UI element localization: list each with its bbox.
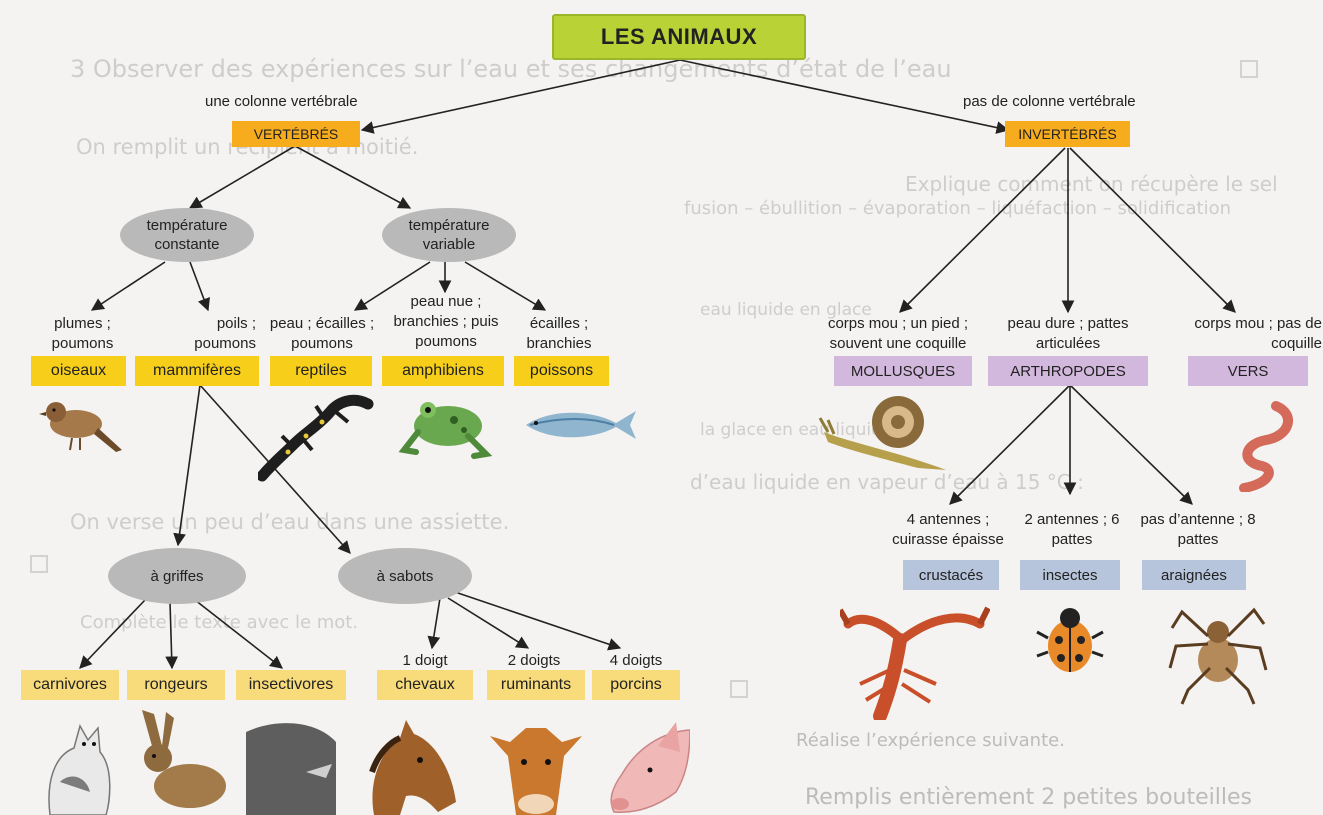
variable-temperature-ellipse: température variable bbox=[382, 208, 516, 262]
molluscs-box: MOLLUSQUES bbox=[834, 356, 972, 386]
pigs-caption: 4 doigts bbox=[609, 652, 663, 669]
arthropods-box: ARTHROPODES bbox=[988, 356, 1148, 386]
ruminants-box: ruminants bbox=[487, 670, 585, 700]
crustaceans-caption: 4 antennes ; cuirasse épaisse bbox=[892, 511, 1004, 548]
amphibians-caption: peau nue ; branchies ; puis poumons bbox=[393, 293, 499, 350]
constant-temperature-ellipse: température constante bbox=[120, 208, 254, 262]
carnivores-box: carnivores bbox=[21, 670, 119, 700]
cow-illustration bbox=[490, 728, 582, 815]
arthropods-caption: peau dure ; pattes articulées bbox=[1007, 315, 1129, 352]
claws-ellipse: à griffes bbox=[108, 548, 246, 604]
diagram-title: LES ANIMAUX bbox=[552, 14, 806, 60]
vertebrate-caption: une colonne vertébrale bbox=[205, 93, 358, 110]
hare-illustration bbox=[142, 710, 226, 808]
fish-caption: écailles ; branchies bbox=[526, 315, 592, 352]
insects-box: insectes bbox=[1020, 560, 1120, 590]
sardine-illustration bbox=[526, 411, 636, 439]
insectivores-box: insectivores bbox=[236, 670, 346, 700]
birds-box: oiseaux bbox=[31, 356, 126, 386]
molluscs-caption: corps mou ; un pied ; souvent une coquil… bbox=[827, 315, 969, 352]
snail-illustration bbox=[818, 396, 946, 470]
reptiles-box: reptiles bbox=[270, 356, 372, 386]
mammals-box: mammifères bbox=[135, 356, 259, 386]
amphibians-box: amphibiens bbox=[382, 356, 504, 386]
mole-illustration bbox=[246, 723, 336, 815]
spiders-box: araignées bbox=[1142, 560, 1246, 590]
worms-caption: corps mou ; pas de coquille bbox=[1194, 315, 1322, 352]
mammals-caption: poils ; poumons bbox=[194, 315, 256, 352]
worms-box: VERS bbox=[1188, 356, 1308, 386]
pig-illustration bbox=[610, 722, 690, 814]
salamander-illustration bbox=[258, 394, 374, 482]
worm-illustration bbox=[1239, 401, 1293, 492]
horse-illustration bbox=[369, 720, 456, 815]
rodents-box: rongeurs bbox=[127, 670, 225, 700]
ruminants-caption: 2 doigts bbox=[507, 652, 561, 669]
ladybug-illustration bbox=[1036, 608, 1104, 672]
insects-caption: 2 antennes ; 6 pattes bbox=[1024, 511, 1120, 548]
crustaceans-box: crustacés bbox=[903, 560, 999, 590]
pigs-box: porcins bbox=[592, 670, 680, 700]
horses-box: chevaux bbox=[377, 670, 473, 700]
frog-illustration bbox=[398, 402, 493, 459]
horses-caption: 1 doigt bbox=[402, 652, 448, 669]
hooves-ellipse: à sabots bbox=[338, 548, 472, 604]
lobster-illustration bbox=[840, 606, 990, 720]
cat-illustration bbox=[48, 724, 111, 815]
spiders-caption: pas d’antenne ; 8 pattes bbox=[1140, 511, 1256, 548]
sparrow-illustration bbox=[39, 402, 122, 452]
spider-illustration bbox=[1168, 607, 1268, 705]
invertebrates-box: INVERTÉBRÉS bbox=[1005, 121, 1130, 147]
fish-box: poissons bbox=[514, 356, 609, 386]
reptiles-caption: peau ; écailles ; poumons bbox=[269, 315, 375, 352]
invertebrate-caption: pas de colonne vertébrale bbox=[963, 93, 1136, 110]
birds-caption: plumes ; poumons bbox=[51, 315, 114, 352]
vertebrates-box: VERTÉBRÉS bbox=[232, 121, 360, 147]
